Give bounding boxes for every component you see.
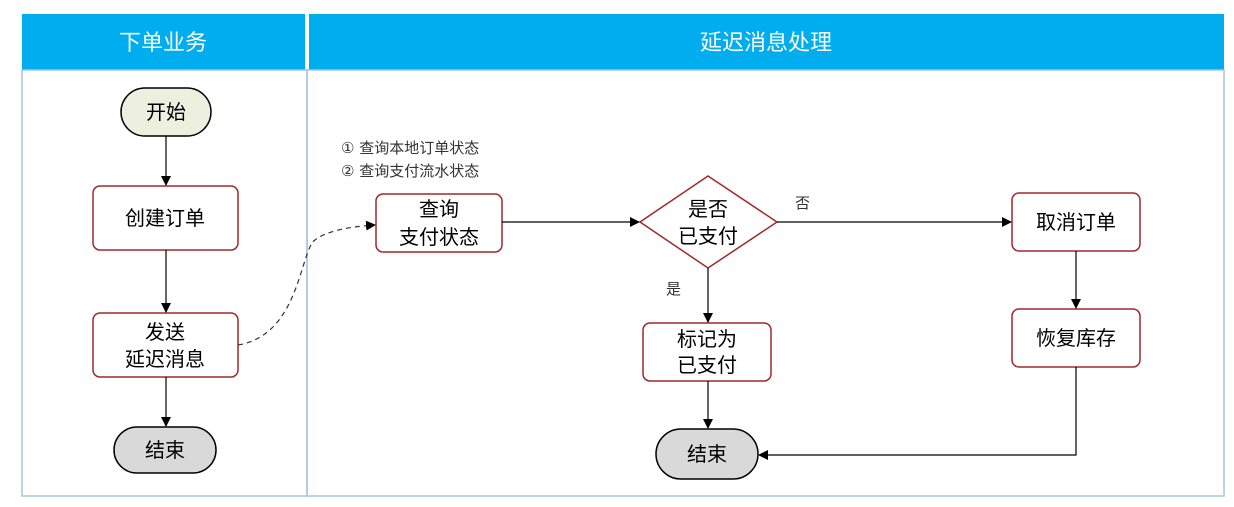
mark-paid-line1: 标记为 — [677, 327, 737, 351]
is-paid-decision — [638, 175, 779, 269]
restore-stock-label: 恢复库存 — [1036, 326, 1116, 350]
decision-line2: 已支付 — [678, 224, 738, 248]
decision-line1: 是否 — [688, 197, 728, 221]
edge-yes-label: 是 — [666, 280, 681, 298]
end-node-left-label: 结束 — [145, 438, 185, 462]
edge-send-to-query-dashed — [237, 220, 376, 346]
end-node-left — [113, 426, 217, 474]
query-status-line1: 查询 — [419, 197, 459, 221]
note-2: ② 查询支付流水状态 — [341, 162, 479, 180]
create-order-label: 创建订单 — [125, 206, 205, 230]
note-1: ① 查询本地订单状态 — [341, 139, 479, 157]
mark-paid-line2: 已支付 — [677, 353, 737, 377]
send-delay-label-line2: 延迟消息 — [125, 347, 205, 371]
start-node-label: 开始 — [146, 100, 186, 124]
right-lane-title: 延迟消息处理 — [700, 31, 832, 56]
end-node-right-label: 结束 — [687, 442, 727, 466]
query-status-line2: 支付状态 — [399, 225, 479, 249]
mark-paid-node — [642, 322, 772, 382]
left-lane-header — [22, 14, 305, 70]
query-status-node — [375, 193, 503, 253]
edge-restore-to-end — [758, 367, 1077, 460]
left-lane-title: 下单业务 — [119, 31, 207, 56]
right-lane-body — [306, 69, 1225, 497]
send-delay-label-line1: 发送 — [145, 320, 185, 344]
edge-no-label: 否 — [795, 194, 810, 212]
cancel-order-label: 取消订单 — [1036, 210, 1116, 234]
right-lane-header — [309, 14, 1224, 70]
